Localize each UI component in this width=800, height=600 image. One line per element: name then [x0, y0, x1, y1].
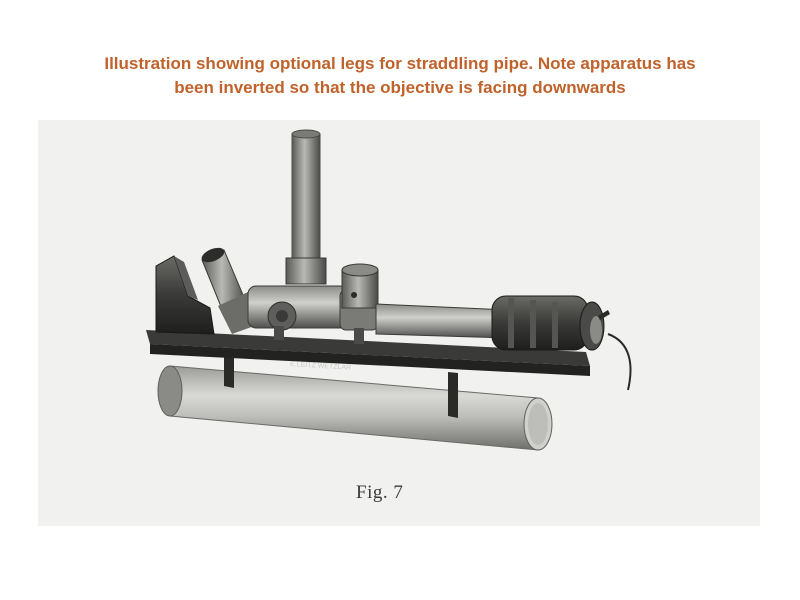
apparatus-illustration: E.LEITZ WETZLAR [146, 129, 632, 451]
central-body [247, 285, 379, 331]
horizontal-tube [375, 303, 509, 339]
left-bracket [155, 255, 215, 335]
pipe [157, 365, 553, 451]
mount-screws [274, 326, 364, 344]
objective-housing [491, 295, 610, 351]
engraved-maker-text: E.LEITZ WETZLAR [290, 361, 351, 372]
drum-knob [341, 263, 379, 309]
vertical-tube [285, 129, 327, 285]
base-plate: E.LEITZ WETZLAR [146, 330, 590, 376]
figure-plate: E.LEITZ WETZLAR [38, 120, 760, 526]
cable [607, 333, 632, 391]
figure-number-label: Fig. 7 [356, 482, 404, 503]
straddle-legs [224, 352, 458, 418]
figure-caption: Illustration showing optional legs for s… [104, 54, 696, 97]
